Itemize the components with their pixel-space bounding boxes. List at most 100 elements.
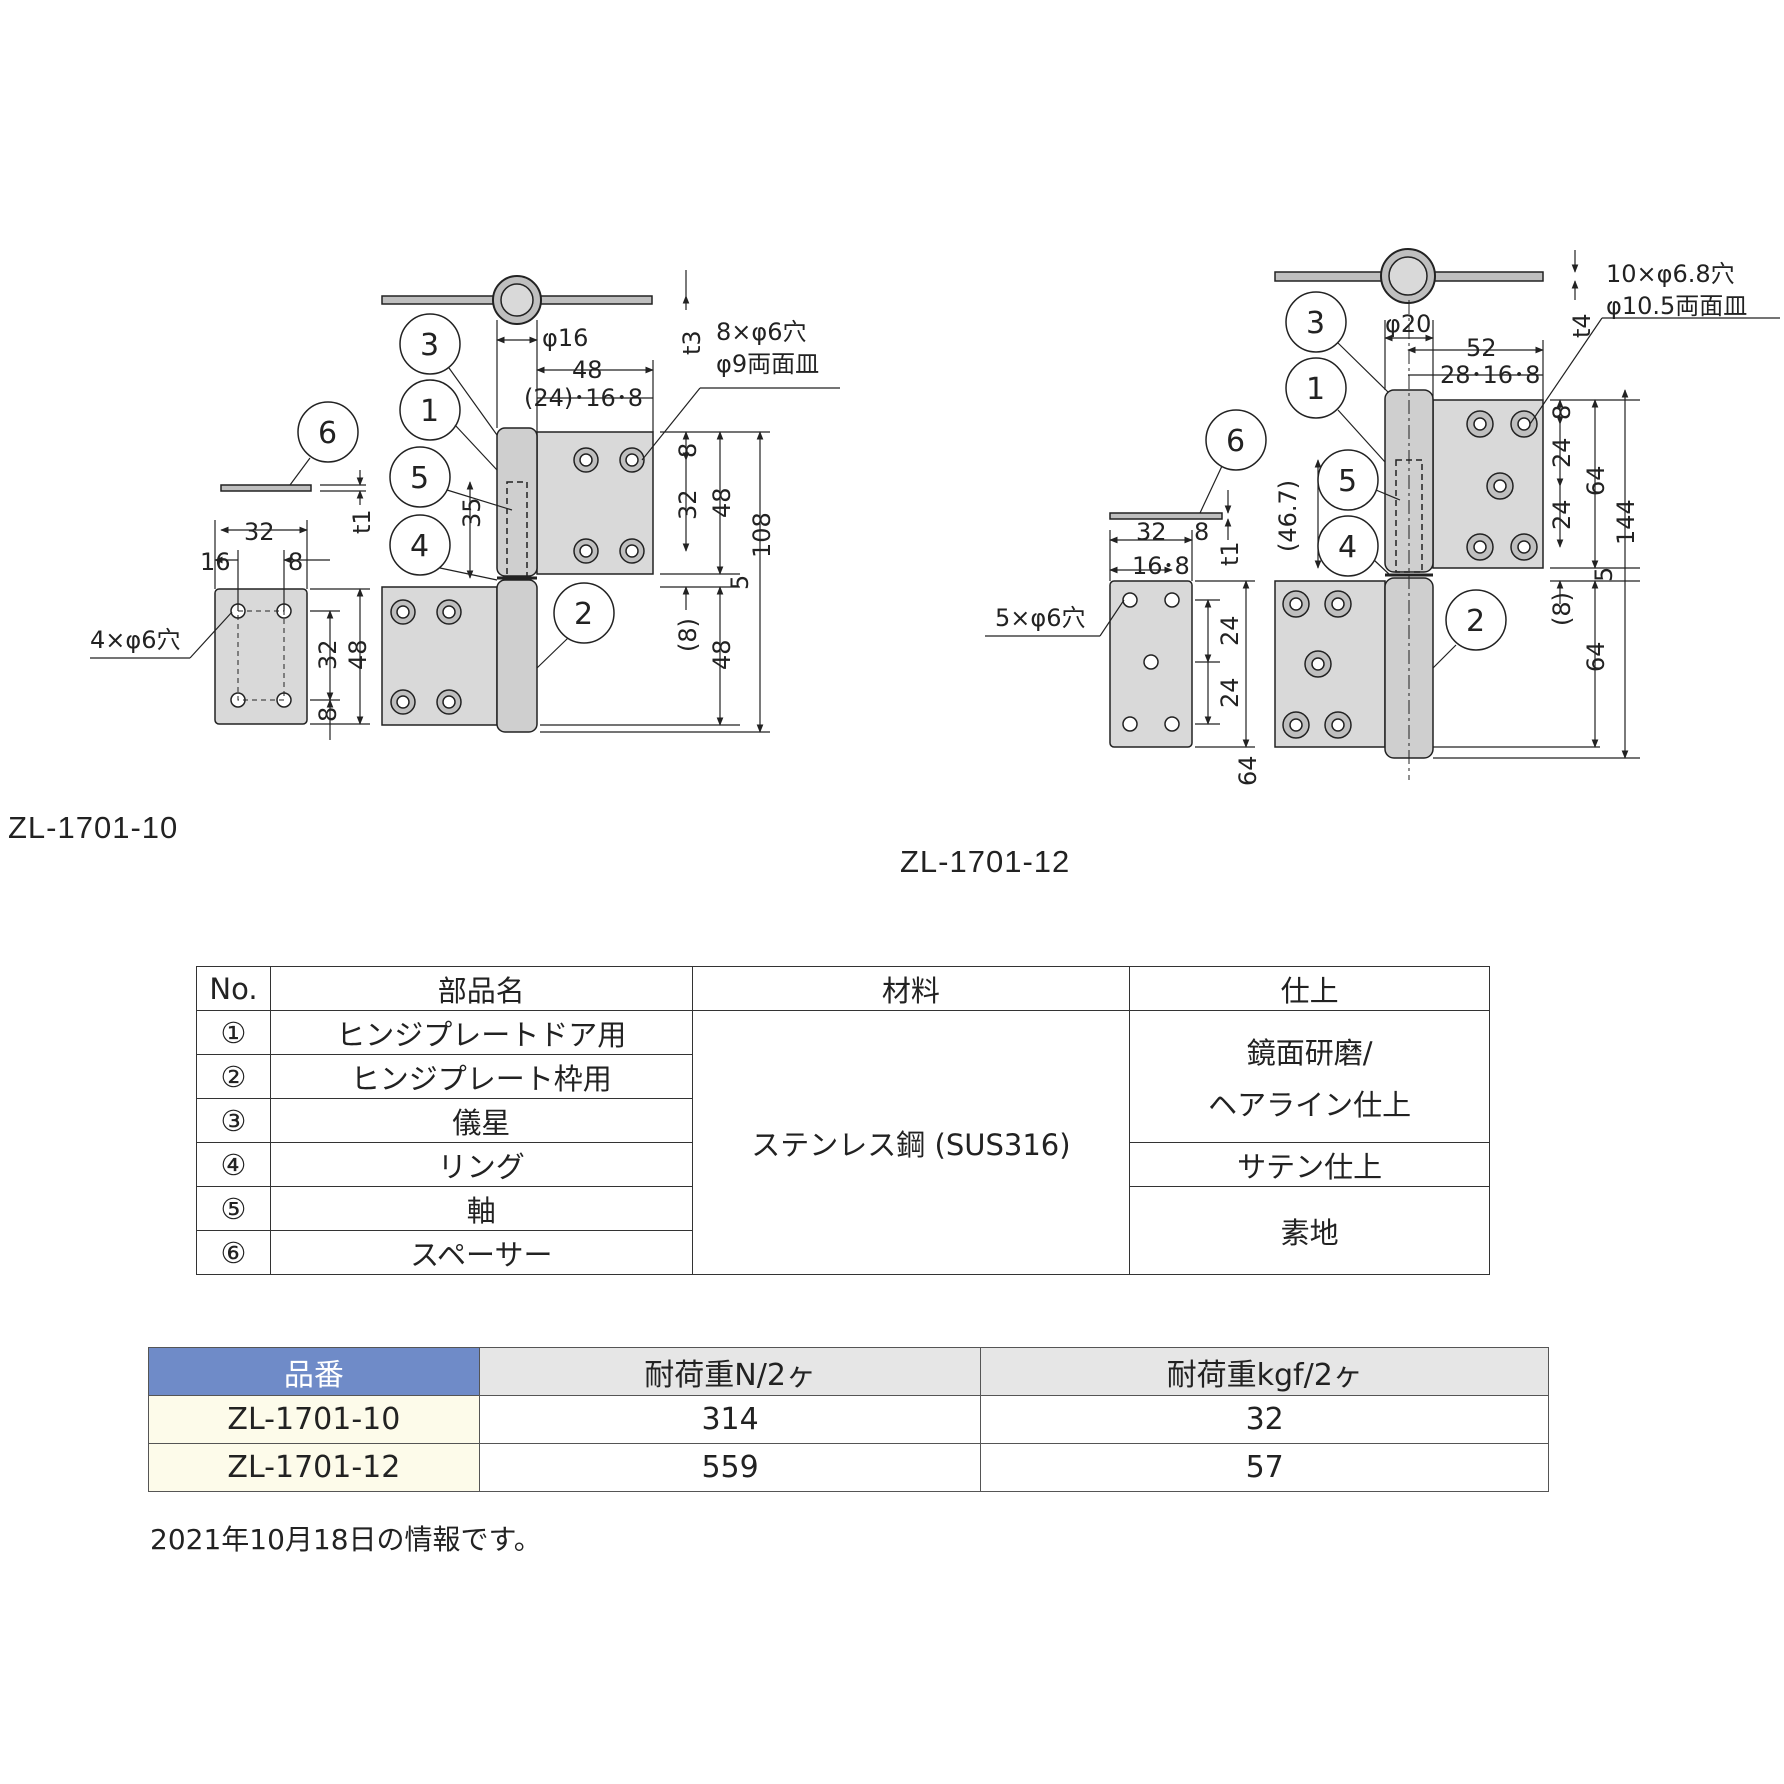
- table-row: ① ヒンジプレートドア用 ステンレス鋼 (SUS316) 鏡面研磨/ ヘアライン…: [196, 1010, 1490, 1275]
- dim-t3: t3: [678, 330, 706, 355]
- dim-8-right: 8: [1548, 405, 1576, 420]
- load-kgf: 57: [980, 1443, 1549, 1492]
- part-finish-satin: サテン仕上: [1129, 1142, 1490, 1187]
- load-capacity-table: 品番 耐荷重N/2ヶ 耐荷重kgf/2ヶ ZL-1701-10 314 32 Z…: [148, 1347, 1549, 1492]
- load-n: 559: [478, 1443, 982, 1492]
- dim-35: 35: [458, 497, 486, 528]
- knuckle-lower-left: [496, 579, 538, 733]
- dim-8p-right: (8): [1548, 592, 1576, 626]
- part-name: スペーサー: [269, 1230, 693, 1275]
- bubble-2-left: 2: [574, 597, 593, 632]
- bubble-3-right: 3: [1306, 306, 1325, 341]
- dim-spacer-16-8-right: 16･8: [1132, 552, 1190, 580]
- drawing-zl-1701-10: [90, 270, 840, 740]
- dim-8-left: 8: [674, 443, 702, 458]
- part-no: ③: [196, 1098, 271, 1143]
- spacer-side-left: [220, 484, 312, 492]
- product-number: ZL-1701-12: [148, 1443, 480, 1492]
- finish-line-1: 鏡面研磨/: [1246, 1035, 1373, 1070]
- info-date-note: 2021年10月18日の情報です。: [150, 1523, 542, 1556]
- dim-spacer-32-right: 32: [1136, 518, 1167, 546]
- dim-5-left: 5: [726, 575, 754, 590]
- header-finish: 仕上: [1129, 966, 1490, 1011]
- bubble-4-right: 4: [1338, 530, 1357, 565]
- dim-24a-right: 24: [1548, 437, 1576, 468]
- bubble-2-right: 2: [1466, 604, 1485, 639]
- finish-line-2: ヘアライン仕上: [1208, 1087, 1412, 1122]
- dim-64b-right: 64: [1582, 641, 1610, 672]
- dim-spacer-16: 16: [200, 548, 231, 576]
- table-row: ② ヒンジプレート枠用: [196, 1054, 1490, 1099]
- load-table-header: 品番 耐荷重N/2ヶ 耐荷重kgf/2ヶ: [148, 1347, 1549, 1396]
- dim-32-left: 32: [674, 489, 702, 520]
- dim-108: 108: [748, 512, 776, 558]
- bubble-6-left: 6: [318, 416, 337, 451]
- label-holes-left-2: φ9両面皿: [716, 350, 819, 378]
- dim-64a-right: 64: [1582, 465, 1610, 496]
- part-name: ヒンジプレート枠用: [269, 1054, 693, 1099]
- dim-48-left: 48: [708, 487, 736, 518]
- header-material: 材料: [691, 966, 1131, 1011]
- header-load-n: 耐荷重N/2ヶ: [478, 1347, 982, 1396]
- knuckle-upper-left: [496, 427, 538, 577]
- header-part-name: 部品名: [269, 966, 693, 1011]
- part-name: 儀星: [269, 1098, 693, 1143]
- shaft-hidden-right: [1395, 459, 1423, 573]
- dim-144: 144: [1612, 499, 1640, 545]
- dim-spacer-32: 32: [244, 518, 275, 546]
- hole-group-upper-right: [1466, 410, 1538, 561]
- table-row: ZL-1701-12 559 57: [148, 1443, 1549, 1492]
- dim-spacer-24a-right: 24: [1216, 615, 1244, 646]
- label-5-holes: 5×φ6穴: [995, 604, 1085, 632]
- dim-spacer-8v: 8: [314, 707, 342, 722]
- model-label-left: ZL-1701-10: [8, 810, 178, 845]
- dim-spacer-8-right: 8: [1194, 518, 1209, 546]
- dim-t1-right: t1: [1216, 541, 1244, 566]
- load-kgf: 32: [980, 1395, 1549, 1444]
- part-material: ステンレス鋼 (SUS316): [691, 1010, 1131, 1275]
- parts-table-header: No. 部品名 材料 仕上: [196, 966, 1490, 1011]
- bubble-5-left: 5: [410, 461, 429, 496]
- label-4-holes: 4×φ6穴: [90, 626, 180, 654]
- part-name: ヒンジプレートドア用: [269, 1010, 693, 1055]
- parts-table: No. 部品名 材料 仕上 ① ヒンジプレートドア用 ステンレス鋼 (SUS31…: [196, 966, 1490, 1275]
- drawing-zl-1701-12: [985, 248, 1780, 780]
- dim-48-top: 48: [572, 356, 603, 384]
- bubble-5-right: 5: [1338, 464, 1357, 499]
- load-n: 314: [478, 1395, 982, 1444]
- hole-group-lower-right: [1282, 590, 1352, 739]
- label-holes-right-1: 10×φ6.8穴: [1606, 260, 1735, 288]
- product-number: ZL-1701-10: [148, 1395, 480, 1444]
- dim-8p-left: (8): [674, 618, 702, 652]
- dim-phi16: φ16: [542, 324, 588, 352]
- dim-spacer-48v: 48: [344, 639, 372, 670]
- table-row: ③ 儀星: [196, 1098, 1490, 1143]
- part-finish-raw: 素地: [1129, 1186, 1490, 1275]
- bubble-1-left: 1: [420, 394, 439, 429]
- dim-24-16-8: (24)･16･8: [524, 384, 643, 412]
- bubble-6-right: 6: [1226, 424, 1245, 459]
- dim-phi20: φ20: [1385, 310, 1431, 338]
- spacer-side-right: [1109, 512, 1223, 520]
- part-no: ①: [196, 1010, 271, 1055]
- dim-48-lower-left: 48: [708, 639, 736, 670]
- bubble-4-left: 4: [410, 529, 429, 564]
- hole-group-upper-left: [573, 447, 645, 564]
- dim-spacer-32v: 32: [314, 639, 342, 670]
- table-row: ⑤ 軸 素地: [196, 1186, 1490, 1275]
- part-no: ④: [196, 1142, 271, 1187]
- bubble-1-right: 1: [1306, 372, 1325, 407]
- dim-28-16-8: 28･16･8: [1440, 361, 1540, 389]
- header-product-number: 品番: [148, 1347, 480, 1396]
- part-name: リング: [269, 1142, 693, 1187]
- dim-spacer-24b-right: 24: [1216, 677, 1244, 708]
- dim-5-right: 5: [1590, 567, 1618, 582]
- header-no: No.: [196, 966, 271, 1011]
- part-finish-mirror: 鏡面研磨/ ヘアライン仕上: [1129, 1010, 1490, 1143]
- label-holes-left-1: 8×φ6穴: [716, 318, 806, 346]
- shaft-hidden-left: [506, 481, 528, 579]
- table-row: ④ リング サテン仕上: [196, 1142, 1490, 1187]
- technical-drawing: 3 1 5 4 2 6 φ16 48 (24)･16･8 8×φ6穴 φ9両面皿…: [8, 248, 1780, 879]
- hole-group-lower-left: [390, 599, 462, 715]
- table-row: ⑥ スペーサー: [196, 1230, 1490, 1275]
